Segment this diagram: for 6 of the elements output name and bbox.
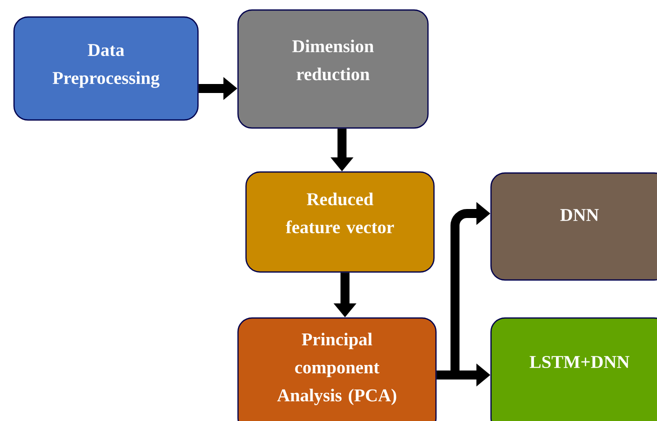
- process-box: Data Preprocessing: [13, 16, 199, 121]
- process-box: LSTM+DNN: [490, 317, 657, 421]
- process-box: Principal component Analysis (PCA): [237, 317, 437, 421]
- process-box: Dimension reduction: [237, 9, 429, 129]
- process-box: DNN: [490, 172, 657, 281]
- process-box: Reduced feature vector: [245, 171, 435, 273]
